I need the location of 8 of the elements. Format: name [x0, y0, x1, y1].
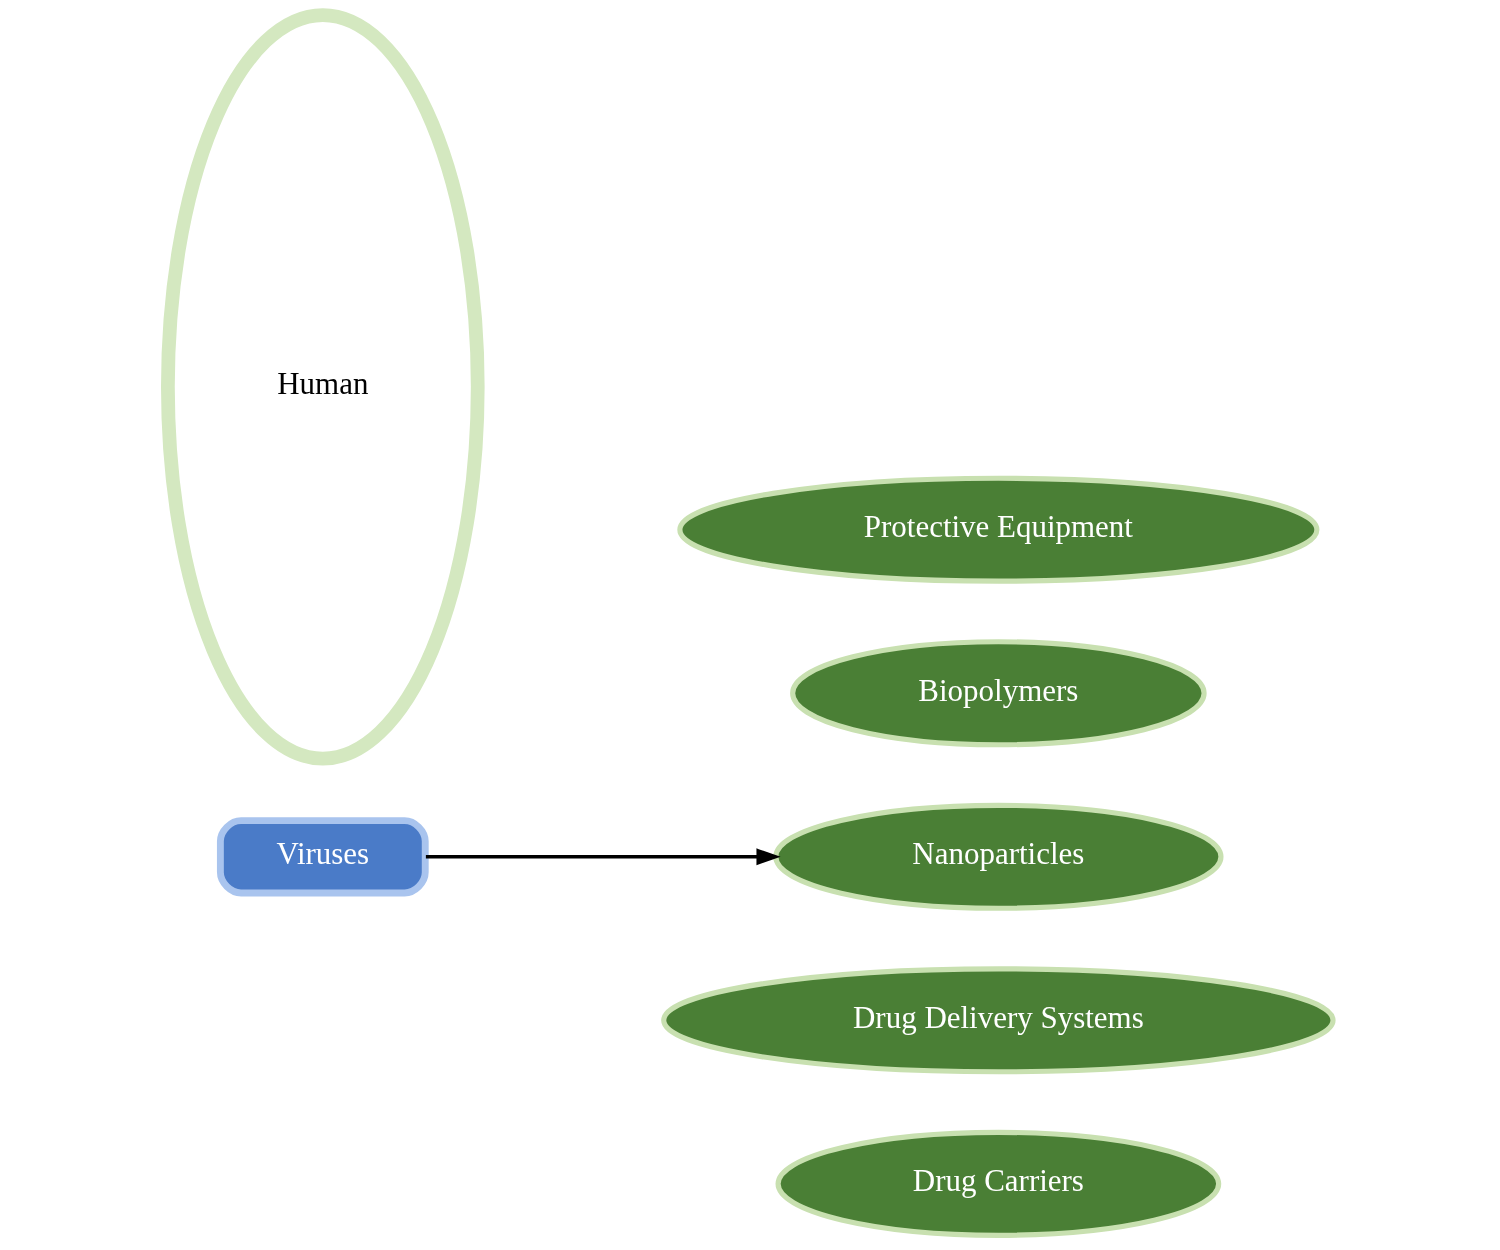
node-ellipse: Drug Delivery Systems	[660, 966, 1336, 1075]
node-ellipse: Biopolymers	[789, 639, 1207, 748]
node-box: Viruses	[216, 817, 429, 897]
node-ellipse: Human	[160, 8, 485, 766]
node-ellipse: Protective Equipment	[676, 475, 1319, 584]
arrow	[425, 848, 781, 866]
node-ellipse: Nanoparticles	[772, 802, 1224, 911]
node-ellipse: Drug Carriers	[775, 1129, 1221, 1238]
